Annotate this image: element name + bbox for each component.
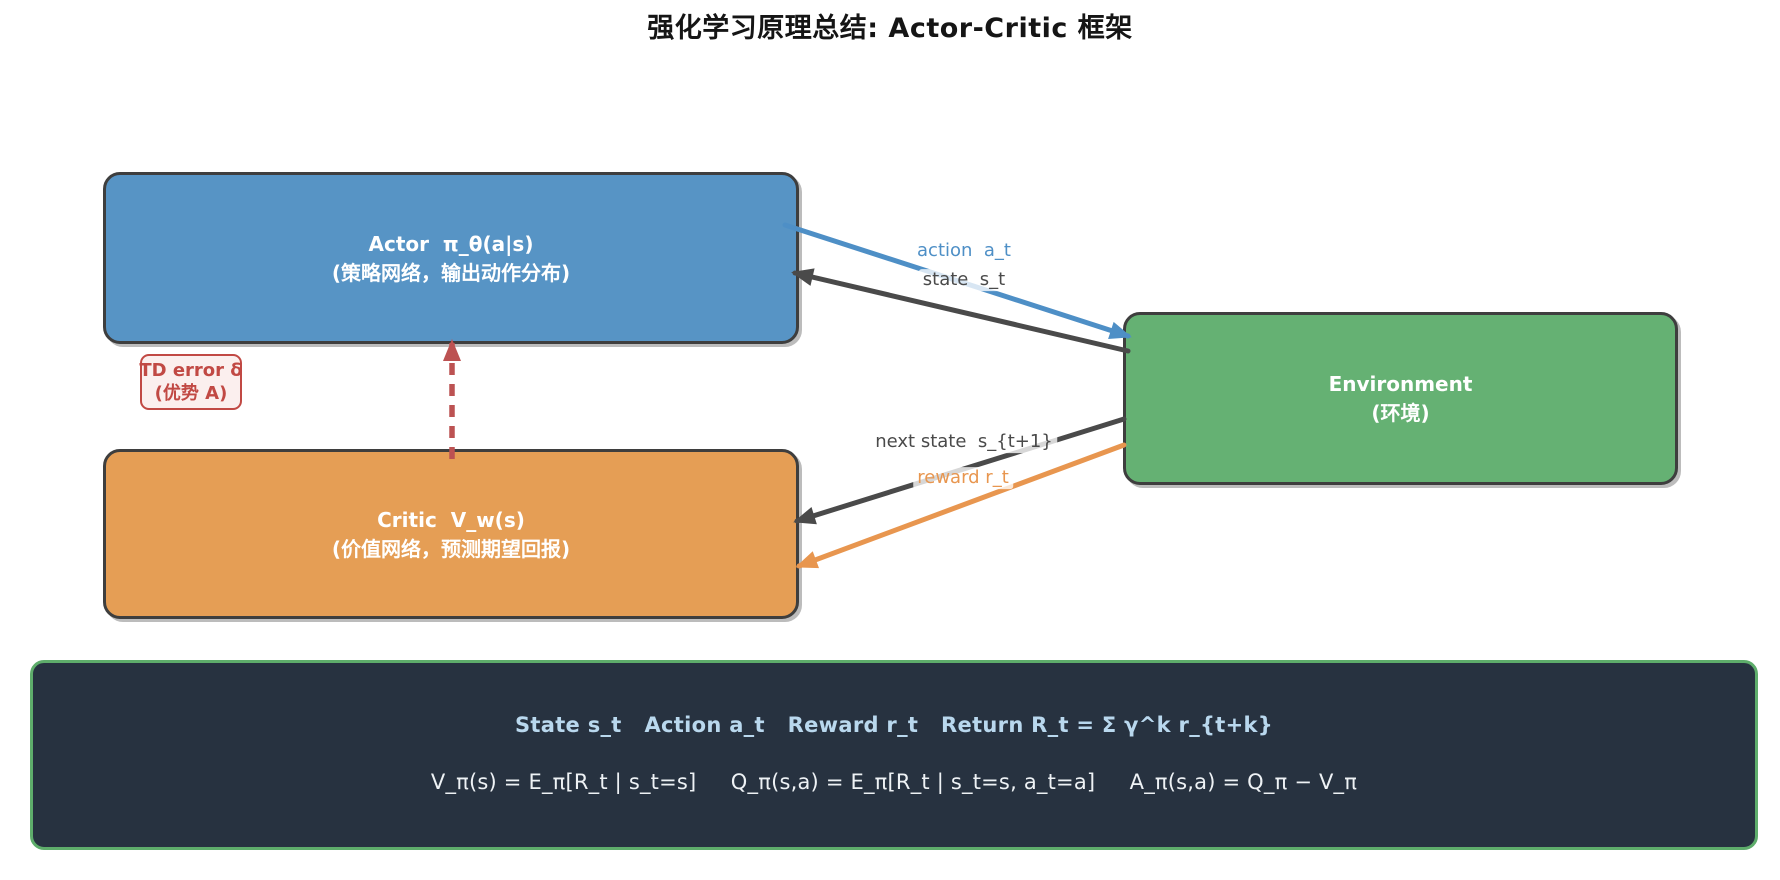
- actor-node-subtitle: (策略网络，输出动作分布): [331, 260, 571, 285]
- action-arrow-label: action a_t: [913, 240, 1015, 262]
- actor-node: Actor π_θ(a|s) (策略网络，输出动作分布): [103, 172, 799, 344]
- environment-node-subtitle: (环境): [1371, 401, 1430, 425]
- state-arrow-label: state s_t: [918, 269, 1010, 291]
- environment-node-title: Environment: [1328, 372, 1473, 396]
- critic-node-title: Critic V_w(s): [377, 507, 525, 532]
- td-error-badge-line2: (优势 A): [154, 383, 228, 404]
- summary-panel: State s_t Action a_t Reward r_t Return R…: [30, 660, 1758, 850]
- td-error-badge-line1: TD error δ: [139, 360, 243, 381]
- td-error-badge: TD error δ (优势 A): [139, 354, 243, 410]
- summary-formulas-line: V_π(s) = E_π[R_t | s_t=s] Q_π(s,a) = E_π…: [430, 769, 1358, 794]
- critic-node: Critic V_w(s) (价值网络，预测期望回报): [103, 449, 799, 619]
- summary-definitions-line: State s_t Action a_t Reward r_t Return R…: [514, 712, 1273, 737]
- page-title: 强化学习原理总结: Actor-Critic 框架: [647, 13, 1133, 44]
- environment-node: Environment (环境): [1123, 312, 1678, 485]
- reward-arrow: [795, 442, 1127, 569]
- reward-arrow-label: reward r_t: [913, 467, 1013, 489]
- actor-node-title: Actor π_θ(a|s): [368, 231, 534, 256]
- next-state-arrow-label: next state s_{t+1}: [871, 431, 1057, 453]
- critic-node-subtitle: (价值网络，预测期望回报): [331, 536, 571, 561]
